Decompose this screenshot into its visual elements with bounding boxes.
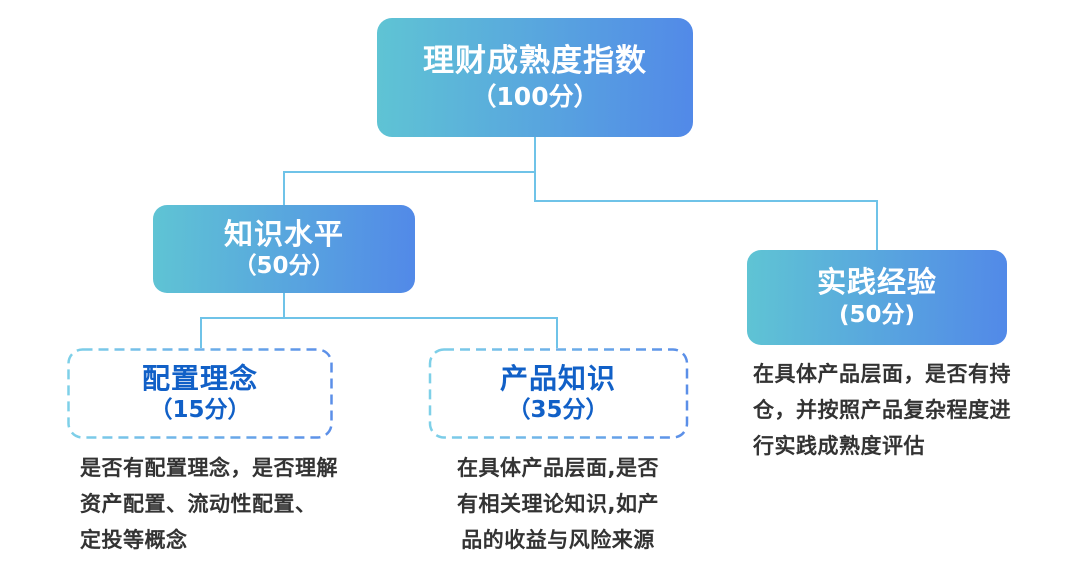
dashed-box-concept-border (67, 348, 333, 439)
node-product-score: （35分） (507, 396, 609, 423)
connector-root-to-knowledge (283, 137, 536, 205)
node-practice-title: 实践经验 (816, 265, 937, 300)
node-practice-score: (50分) (838, 301, 916, 328)
node-product-title: 产品知识 (499, 361, 616, 395)
node-knowledge-score: （50分） (233, 253, 335, 280)
desc-practice-line: 在具体产品层面，是否有持 (753, 362, 1011, 386)
node-concept-title: 配置理念 (141, 361, 258, 395)
desc-product-line: 有相关理论知识,如产 (457, 492, 659, 516)
node-root: 理财成熟度指数 （100分） (377, 18, 693, 137)
connector-knowledge-to-children (200, 317, 558, 348)
desc-product: 在具体产品层面,是否 有相关理论知识,如产 品的收益与风险来源 (442, 450, 674, 558)
desc-practice-line: 仓，并按照产品复杂程度进 (753, 398, 1011, 422)
desc-concept: 是否有配置理念，是否理解 资产配置、流动性配置、 定投等概念 (80, 450, 380, 558)
desc-product-line: 在具体产品层面,是否 (457, 456, 659, 480)
node-concept-score: （15分） (149, 396, 251, 423)
desc-concept-line: 是否有配置理念，是否理解 (80, 456, 338, 480)
node-concept: 配置理念 （15分） (67, 348, 333, 438)
node-knowledge: 知识水平 （50分） (153, 205, 415, 293)
node-product: 产品知识 （35分） (429, 348, 687, 438)
node-knowledge-title: 知识水平 (223, 216, 344, 251)
connector-root-to-practice (534, 172, 878, 250)
desc-product-line: 品的收益与风险来源 (461, 528, 655, 552)
dashed-box-product-border (428, 348, 689, 439)
desc-practice: 在具体产品层面，是否有持 仓，并按照产品复杂程度进 行实践成熟度评估 (753, 356, 1043, 464)
node-practice: 实践经验 (50分) (747, 250, 1007, 345)
desc-concept-line: 定投等概念 (80, 528, 188, 552)
desc-concept-line: 资产配置、流动性配置、 (80, 492, 317, 516)
node-root-score: （100分） (471, 81, 599, 111)
desc-practice-line: 行实践成熟度评估 (753, 434, 925, 458)
node-root-title: 理财成熟度指数 (423, 42, 647, 79)
